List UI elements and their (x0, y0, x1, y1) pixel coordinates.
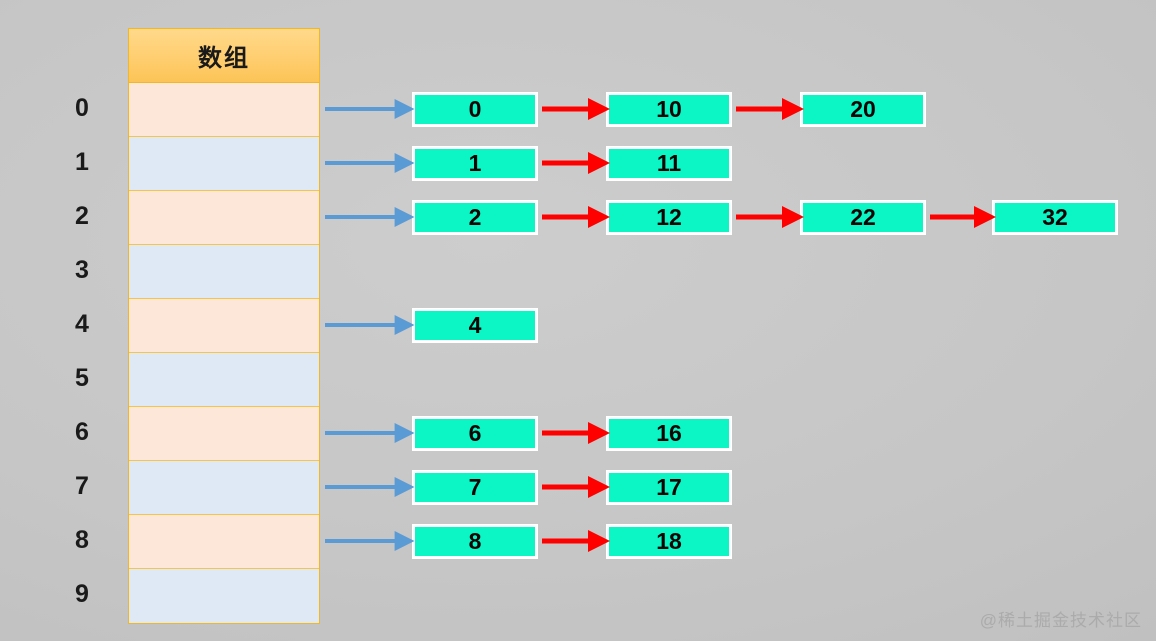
array-cell-3[interactable] (129, 245, 319, 299)
node-bucket-0-pos-2[interactable]: 20 (800, 91, 926, 127)
array-cell-8[interactable] (129, 515, 319, 569)
node-bucket-0-pos-0[interactable]: 0 (412, 91, 538, 127)
node-bucket-0-pos-1[interactable]: 10 (606, 91, 732, 127)
index-label-1: 1 (75, 148, 89, 176)
watermark-text: @稀土掘金技术社区 (979, 611, 1142, 630)
array-cell-1[interactable] (129, 137, 319, 191)
index-label-5: 5 (75, 364, 89, 392)
node-bucket-2-pos-2[interactable]: 22 (800, 199, 926, 235)
node-bucket-2-pos-0[interactable]: 2 (412, 199, 538, 235)
node-bucket-4-pos-0[interactable]: 4 (412, 307, 538, 343)
node-bucket-2-pos-1[interactable]: 12 (606, 199, 732, 235)
index-label-3: 3 (75, 256, 89, 284)
node-bucket-1-pos-1[interactable]: 11 (606, 145, 732, 181)
node-bucket-6-pos-1[interactable]: 16 (606, 415, 732, 451)
array-cell-4[interactable] (129, 299, 319, 353)
index-label-0: 0 (75, 94, 89, 122)
index-label-8: 8 (75, 526, 89, 554)
array-cell-5[interactable] (129, 353, 319, 407)
node-bucket-7-pos-1[interactable]: 17 (606, 469, 732, 505)
index-label-9: 9 (75, 580, 89, 608)
array-cell-9[interactable] (129, 569, 319, 623)
array-header-label: 数组 (129, 29, 319, 83)
node-bucket-8-pos-1[interactable]: 18 (606, 523, 732, 559)
array-table: 数组 (128, 28, 320, 624)
node-bucket-7-pos-0[interactable]: 7 (412, 469, 538, 505)
index-label-7: 7 (75, 472, 89, 500)
array-cell-0[interactable] (129, 83, 319, 137)
array-cell-6[interactable] (129, 407, 319, 461)
node-bucket-1-pos-0[interactable]: 1 (412, 145, 538, 181)
index-label-2: 2 (75, 202, 89, 230)
node-bucket-2-pos-3[interactable]: 32 (992, 199, 1118, 235)
index-label-4: 4 (75, 310, 89, 338)
node-bucket-8-pos-0[interactable]: 8 (412, 523, 538, 559)
array-cell-2[interactable] (129, 191, 319, 245)
node-bucket-6-pos-0[interactable]: 6 (412, 415, 538, 451)
index-label-6: 6 (75, 418, 89, 446)
array-cell-7[interactable] (129, 461, 319, 515)
array-cell-list (129, 83, 319, 623)
